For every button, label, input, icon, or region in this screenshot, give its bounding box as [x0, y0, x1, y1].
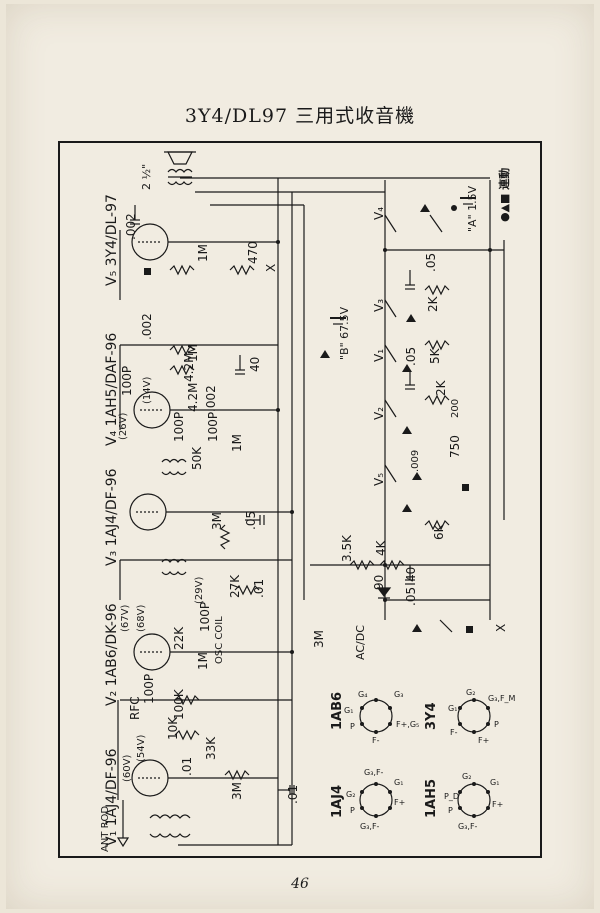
pin-label: G₃,F- [360, 822, 380, 831]
pin-label: P [350, 722, 355, 731]
pinout-title-3y4: 3Y4 [424, 702, 439, 730]
pinout-title-1ah5: 1AH5 [424, 778, 439, 818]
pin-label: G₃ [394, 690, 404, 699]
square-marker-icon [144, 268, 151, 275]
pin-label: F+ [394, 798, 406, 807]
pin-label: F- [372, 736, 380, 745]
pinout-title-1ab6: 1AB6 [330, 691, 345, 730]
page-number: 46 [291, 876, 309, 892]
pin-label: F+ [478, 736, 490, 745]
pin-label: P_D [444, 792, 459, 801]
book-page [6, 4, 594, 909]
pin-label: F- [450, 728, 458, 737]
pin-label: F+ [492, 800, 504, 809]
pin-label: G₁ [490, 778, 500, 787]
pin-label: G₃,F_M [488, 694, 516, 703]
pin-label: G₂ [466, 688, 476, 697]
pin-label: P [448, 806, 453, 815]
dot-marker-icon [451, 205, 457, 211]
pin-label: F+,G₅ [396, 720, 420, 729]
triangle-marker-icon [420, 204, 430, 212]
pin-label: P [350, 806, 355, 815]
pinout-title-1aj4: 1AJ4 [330, 785, 345, 818]
pin-label: G₂ [346, 790, 356, 799]
pin-label: G₁ [448, 704, 458, 713]
pin-label: G₁ [344, 706, 354, 715]
pin-label: G₃,F- [458, 822, 478, 831]
schematic-frame [58, 141, 542, 858]
page-title: 3Y4/DL97 三用式收音機 [184, 105, 416, 127]
pin-label: P [494, 720, 499, 729]
pin-label: G₃,F- [364, 768, 384, 777]
pin-label: G₄ [358, 690, 368, 699]
pin-label: G₂ [462, 772, 472, 781]
pin-label: G₁ [394, 778, 404, 787]
